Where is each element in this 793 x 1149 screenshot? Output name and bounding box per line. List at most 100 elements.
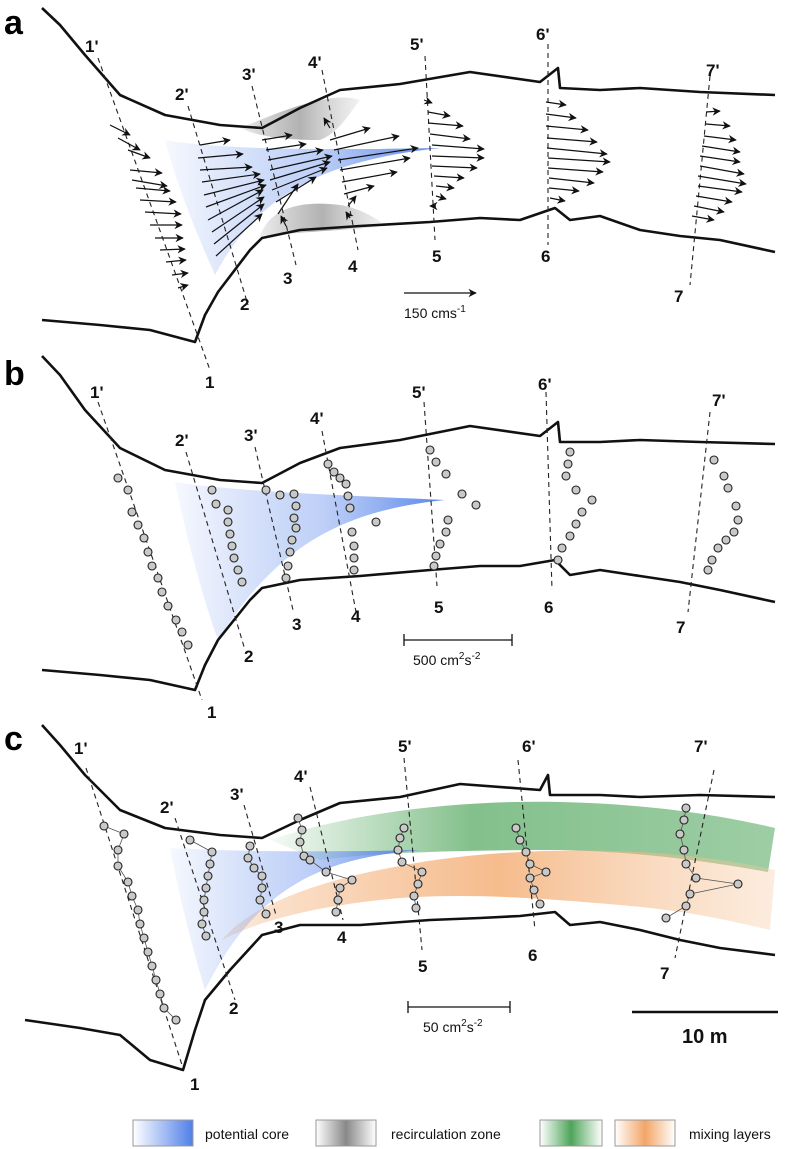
legend-label-mixing-layers: mixing layers bbox=[689, 1126, 771, 1142]
tke-point bbox=[457, 489, 467, 499]
section-label-bottom-1: 1 bbox=[190, 1075, 199, 1094]
section-label-bottom-2: 2 bbox=[240, 295, 249, 314]
legend-swatch-mixing-green bbox=[539, 1119, 603, 1147]
velocity-vector bbox=[433, 173, 465, 182]
tke-point bbox=[211, 499, 221, 509]
velocity-vector bbox=[341, 169, 398, 183]
tke-point bbox=[341, 479, 351, 489]
section-label-top-6: 6' bbox=[538, 375, 552, 394]
tke-point bbox=[435, 539, 445, 549]
velocity-vector bbox=[127, 149, 151, 160]
velocity-vector bbox=[265, 140, 307, 151]
stress-point bbox=[691, 873, 701, 883]
tke-point bbox=[289, 513, 299, 523]
tke-point bbox=[565, 447, 575, 457]
tke-profiles bbox=[113, 445, 743, 650]
mixing-layer-lower bbox=[222, 850, 775, 940]
stress-point bbox=[143, 947, 153, 957]
velocity-vector bbox=[135, 186, 171, 195]
velocity-vector bbox=[427, 121, 464, 130]
section-label-bottom-7: 7 bbox=[676, 618, 685, 637]
section-label-bottom-6: 6 bbox=[541, 247, 550, 266]
stress-point bbox=[679, 815, 689, 825]
potential-core-zone bbox=[170, 848, 420, 990]
transect-line-3 bbox=[243, 804, 277, 916]
tke-point bbox=[349, 553, 359, 563]
velocity-vector bbox=[197, 150, 244, 159]
tke-point bbox=[283, 561, 293, 571]
stress-point bbox=[347, 875, 357, 885]
stress-point bbox=[675, 829, 685, 839]
tke-point bbox=[285, 547, 295, 557]
velocity-vector bbox=[547, 157, 611, 166]
stress-point bbox=[661, 913, 671, 923]
section-label-top-3: 3' bbox=[242, 65, 256, 84]
stress-point bbox=[417, 867, 427, 877]
tke-point bbox=[281, 573, 291, 583]
tke-point bbox=[577, 507, 587, 517]
velocity-vector bbox=[691, 214, 715, 223]
velocity-vector bbox=[337, 144, 419, 161]
tke-point bbox=[431, 457, 441, 467]
tke-point bbox=[261, 485, 271, 495]
tke-point bbox=[443, 515, 453, 525]
stress-point bbox=[529, 885, 539, 895]
tke-point bbox=[587, 495, 597, 505]
section-label-top-4: 4' bbox=[294, 767, 308, 786]
stress-point bbox=[733, 879, 743, 889]
stress-point bbox=[305, 855, 315, 865]
recirculation-zone-top bbox=[240, 97, 360, 140]
transects-b: 1'12'23'34'45'56'67'7 bbox=[90, 375, 726, 722]
transects-c: 1'12'23'34'45'56'67'7 bbox=[74, 737, 715, 1094]
tke-point bbox=[371, 517, 381, 527]
transect-line-6 bbox=[545, 391, 553, 591]
tke-point bbox=[227, 541, 237, 551]
stress-point bbox=[199, 907, 209, 917]
transect-line-1 bbox=[97, 57, 211, 371]
tke-point bbox=[471, 500, 481, 510]
section-label-top-5: 5' bbox=[398, 737, 412, 756]
tke-point bbox=[723, 483, 733, 493]
velocity-vector bbox=[699, 155, 741, 166]
stress-point bbox=[681, 859, 691, 869]
velocity-vector bbox=[199, 137, 231, 146]
tke-point bbox=[223, 517, 233, 527]
distance-scale-label: 10 m bbox=[682, 1026, 728, 1048]
velocity-vector bbox=[271, 166, 328, 191]
tke-point bbox=[563, 459, 573, 469]
tke-point bbox=[153, 573, 163, 583]
section-label-top-4: 4' bbox=[310, 409, 324, 428]
lower-bank bbox=[41, 558, 776, 692]
velocity-vector bbox=[705, 107, 721, 116]
section-label-top-3: 3' bbox=[230, 785, 244, 804]
velocity-vector bbox=[431, 153, 485, 162]
stress-point bbox=[399, 823, 409, 833]
velocity-vector bbox=[207, 189, 264, 221]
velocity-vector bbox=[261, 132, 293, 141]
stress-point bbox=[535, 899, 545, 909]
velocity-vector bbox=[427, 110, 451, 119]
velocity-vector bbox=[693, 205, 725, 215]
stress-point bbox=[201, 931, 211, 941]
transect-line-1 bbox=[85, 767, 184, 1069]
section-label-top-2: 2' bbox=[160, 798, 174, 817]
potential-core-zone bbox=[165, 140, 440, 275]
tke-point bbox=[171, 615, 181, 625]
velocity-vector bbox=[699, 165, 745, 177]
upper-bank bbox=[41, 7, 776, 130]
section-label-bottom-4: 4 bbox=[348, 257, 358, 276]
tke-point bbox=[713, 543, 723, 553]
tke-point bbox=[127, 507, 137, 517]
velocity-vector bbox=[171, 269, 189, 279]
tke-point bbox=[329, 467, 339, 477]
velocity-vector bbox=[545, 112, 577, 122]
section-label-bottom-2: 2 bbox=[244, 647, 253, 666]
section-label-bottom-5: 5 bbox=[418, 957, 427, 976]
transect-line-6 bbox=[517, 759, 536, 931]
velocity-vector bbox=[199, 163, 253, 172]
stress-scale-label: 50 cm2s-2 bbox=[423, 1018, 483, 1035]
tke-point bbox=[431, 551, 441, 561]
velocity-vector bbox=[546, 147, 608, 158]
transect-line-2 bbox=[174, 817, 236, 1001]
velocity-vector bbox=[546, 137, 598, 146]
